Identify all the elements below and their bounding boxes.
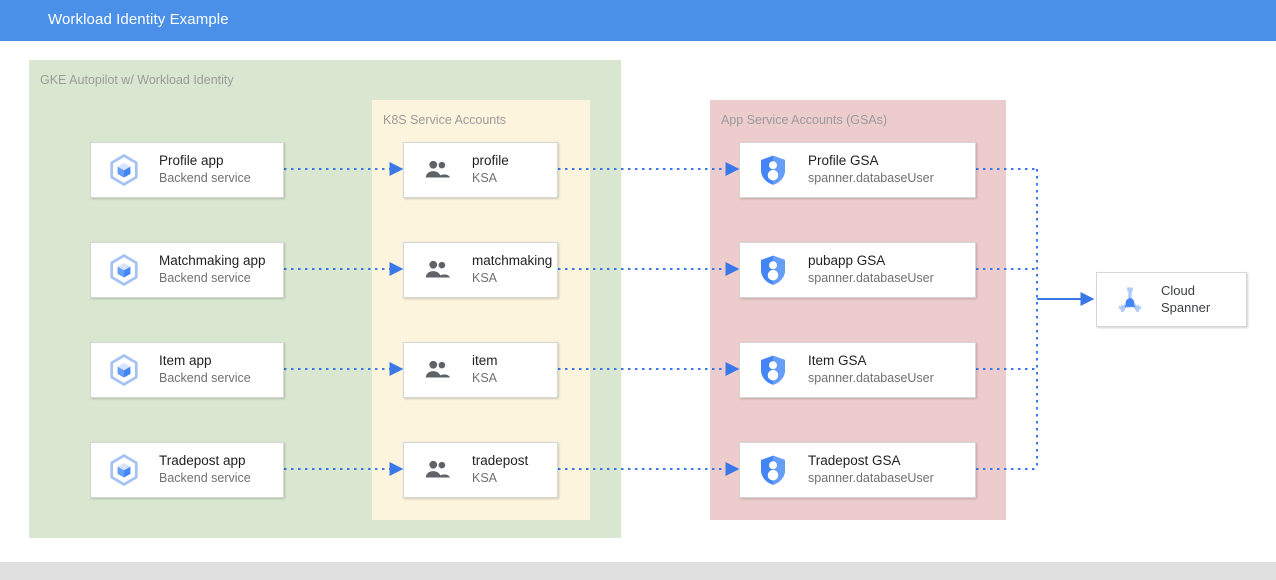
node-subtitle: KSA: [472, 471, 498, 486]
node-gsa-pubapp-text: pubapp GSA spanner.databaseUser: [808, 253, 934, 287]
panel-k8s-service-accounts-label: K8S Service Accounts: [383, 113, 506, 127]
node-ksa-item-text: item KSA: [472, 353, 498, 387]
node-subtitle: KSA: [472, 171, 498, 186]
node-title: Profile GSA: [808, 153, 879, 169]
node-subtitle: Backend service: [159, 371, 251, 386]
node-ksa-matchmaking-text: matchmaking KSA: [472, 253, 552, 287]
node-title: profile: [472, 153, 509, 169]
gke-container-icon: [103, 449, 145, 491]
node-subtitle: Backend service: [159, 471, 251, 486]
node-ksa-tradepost-text: tradepost KSA: [472, 453, 528, 487]
node-subtitle: KSA: [472, 371, 498, 386]
node-subtitle: spanner.databaseUser: [808, 371, 934, 386]
node-cloud-spanner[interactable]: Cloud Spanner: [1096, 272, 1247, 327]
window-title-bar: Workload Identity Example: [0, 0, 1276, 41]
node-title-line1: Cloud: [1161, 283, 1195, 299]
panel-gke-autopilot-label: GKE Autopilot w/ Workload Identity: [40, 73, 234, 87]
node-gsa-profile[interactable]: Profile GSA spanner.databaseUser: [739, 142, 976, 198]
shield-user-icon: [752, 449, 794, 491]
node-title: Tradepost GSA: [808, 453, 901, 469]
node-app-tradepost-text: Tradepost app Backend service: [159, 453, 251, 487]
node-app-item-text: Item app Backend service: [159, 353, 251, 387]
node-gsa-item[interactable]: Item GSA spanner.databaseUser: [739, 342, 976, 398]
node-gsa-tradepost[interactable]: Tradepost GSA spanner.databaseUser: [739, 442, 976, 498]
node-app-matchmaking[interactable]: Matchmaking app Backend service: [90, 242, 284, 298]
cloud-spanner-icon: [1109, 279, 1151, 321]
node-ksa-tradepost[interactable]: tradepost KSA: [403, 442, 558, 498]
node-title: Tradepost app: [159, 453, 246, 469]
shield-user-icon: [752, 249, 794, 291]
gke-container-icon: [103, 249, 145, 291]
node-title: Profile app: [159, 153, 224, 169]
node-title: tradepost: [472, 453, 529, 469]
node-subtitle: KSA: [472, 271, 498, 286]
node-app-matchmaking-text: Matchmaking app Backend service: [159, 253, 266, 287]
node-title: Matchmaking app: [159, 253, 266, 269]
node-gsa-tradepost-text: Tradepost GSA spanner.databaseUser: [808, 453, 934, 487]
node-ksa-profile-text: profile KSA: [472, 153, 509, 187]
node-gsa-item-text: Item GSA spanner.databaseUser: [808, 353, 934, 387]
people-group-icon: [416, 249, 458, 291]
shield-user-icon: [752, 149, 794, 191]
node-cloud-spanner-text: Cloud Spanner: [1161, 283, 1210, 316]
panel-app-service-accounts-label: App Service Accounts (GSAs): [721, 113, 888, 127]
node-ksa-item[interactable]: item KSA: [403, 342, 558, 398]
node-title: Item GSA: [808, 353, 867, 369]
node-title: item: [472, 353, 498, 369]
node-subtitle: Backend service: [159, 271, 251, 286]
node-ksa-matchmaking[interactable]: matchmaking KSA: [403, 242, 558, 298]
shield-user-icon: [752, 349, 794, 391]
node-title: Item app: [159, 353, 212, 369]
node-subtitle: spanner.databaseUser: [808, 271, 934, 286]
gke-container-icon: [103, 349, 145, 391]
node-app-tradepost[interactable]: Tradepost app Backend service: [90, 442, 284, 498]
people-group-icon: [416, 149, 458, 191]
node-app-profile-text: Profile app Backend service: [159, 153, 251, 187]
footer-strip: [0, 562, 1276, 580]
node-app-profile[interactable]: Profile app Backend service: [90, 142, 284, 198]
people-group-icon: [416, 349, 458, 391]
diagram-canvas: GKE Autopilot w/ Workload Identity K8S S…: [0, 41, 1276, 562]
node-subtitle: Backend service: [159, 171, 251, 186]
node-title: pubapp GSA: [808, 253, 886, 269]
window-title: Workload Identity Example: [48, 11, 229, 28]
node-gsa-profile-text: Profile GSA spanner.databaseUser: [808, 153, 934, 187]
node-title-line2: Spanner: [1161, 299, 1211, 315]
node-ksa-profile[interactable]: profile KSA: [403, 142, 558, 198]
gke-container-icon: [103, 149, 145, 191]
people-group-icon: [416, 449, 458, 491]
node-app-item[interactable]: Item app Backend service: [90, 342, 284, 398]
node-subtitle: spanner.databaseUser: [808, 171, 934, 186]
node-subtitle: spanner.databaseUser: [808, 471, 934, 486]
node-title: matchmaking: [472, 253, 553, 269]
node-gsa-pubapp[interactable]: pubapp GSA spanner.databaseUser: [739, 242, 976, 298]
